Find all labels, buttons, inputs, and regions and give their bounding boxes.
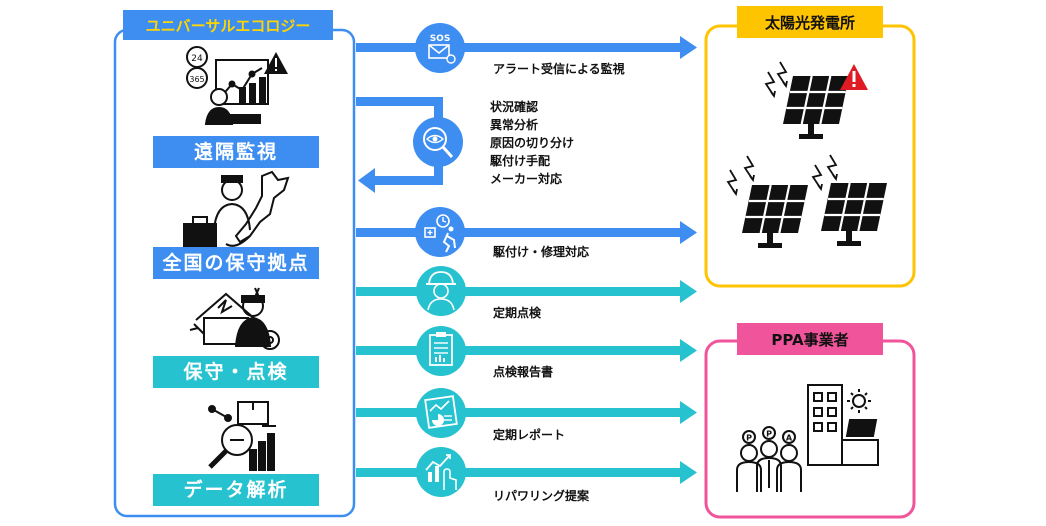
clock-365-label: 365	[189, 75, 204, 84]
repowering-arrow	[356, 468, 681, 477]
periodic-inspection-arrow	[356, 287, 681, 296]
growth-hand-icon	[416, 447, 466, 497]
maintenance-base-label-bg	[153, 247, 319, 279]
data-analysis-icon	[208, 401, 276, 471]
report-chart-icon	[416, 388, 466, 438]
inspection-report-arrowhead	[680, 339, 697, 362]
remote-monitoring-label-bg	[153, 136, 319, 168]
inspection-report-arrow	[356, 346, 681, 355]
clock-24-label: 24	[191, 54, 203, 64]
periodic-report-arrowhead	[680, 401, 697, 424]
status-check-item: 原因の切り分け	[490, 136, 575, 150]
maintenance-inspection-icon	[189, 287, 280, 350]
dispatch-arrowhead	[680, 221, 697, 244]
ppa-business-icon: P P A	[736, 384, 879, 492]
status-check-item: 駆付け手配	[490, 154, 551, 168]
remote-monitoring-label: 遠隔監視	[193, 141, 278, 163]
repowering-label: リパワリング提案	[493, 489, 590, 503]
solar-plant-title-bg	[737, 6, 883, 38]
alert-label: アラート受信による監視	[493, 62, 625, 76]
magnifier-eye-icon	[413, 117, 463, 167]
dispatch-label: 駆付け・修理対応	[493, 245, 590, 259]
periodic-inspection-label: 定期点検	[493, 306, 542, 320]
data-analysis-label-bg	[153, 474, 319, 506]
sos-text: SOS	[430, 34, 451, 44]
maintenance-base-label: 全国の保守拠点	[162, 252, 310, 274]
warning-icon	[264, 52, 288, 74]
solar-plant-title: 太陽光発電所	[765, 14, 855, 32]
status-check-item: 状況確認	[490, 100, 539, 114]
maintenance-base-icon	[183, 170, 290, 247]
runner-clock-icon	[415, 207, 465, 257]
sos-mail-icon: SOS	[415, 23, 465, 73]
alert-arrowhead	[680, 36, 697, 59]
status-check-item: メーカー対応	[490, 172, 563, 186]
ppa-badge-p2: P	[766, 430, 772, 439]
solar-plant-panel-border	[704, 24, 916, 288]
worker-helmet-icon	[416, 266, 466, 316]
solar-warning-icon	[840, 64, 868, 90]
status-check-list: 状況確認 異常分析 原因の切り分け 駆付け手配 メーカー対応	[490, 98, 574, 188]
ppa-badge-p1: P	[746, 434, 752, 443]
left-panel-title: ユニバーサルエコロジー	[146, 17, 311, 35]
alert-arrow	[356, 43, 681, 52]
dispatch-arrow	[356, 228, 681, 237]
ppa-title: PPA事業者	[771, 331, 848, 349]
clipboard-icon	[416, 326, 466, 376]
periodic-report-label: 定期レポート	[493, 428, 566, 442]
periodic-inspection-arrowhead	[680, 280, 697, 303]
status-check-item: 異常分析	[490, 118, 539, 132]
inspection-report-label: 点検報告書	[493, 365, 554, 379]
left-panel-title-bg	[123, 10, 333, 40]
ppa-title-bg	[737, 323, 883, 355]
inspection-label-bg	[153, 356, 319, 388]
ppa-badge-a: A	[786, 434, 793, 443]
inspection-label: 保守・点検	[183, 361, 289, 383]
data-analysis-label: データ解析	[183, 479, 289, 501]
repowering-arrowhead	[680, 461, 697, 484]
periodic-report-arrow	[356, 408, 681, 417]
remote-monitoring-icon: 24 365	[186, 46, 269, 125]
